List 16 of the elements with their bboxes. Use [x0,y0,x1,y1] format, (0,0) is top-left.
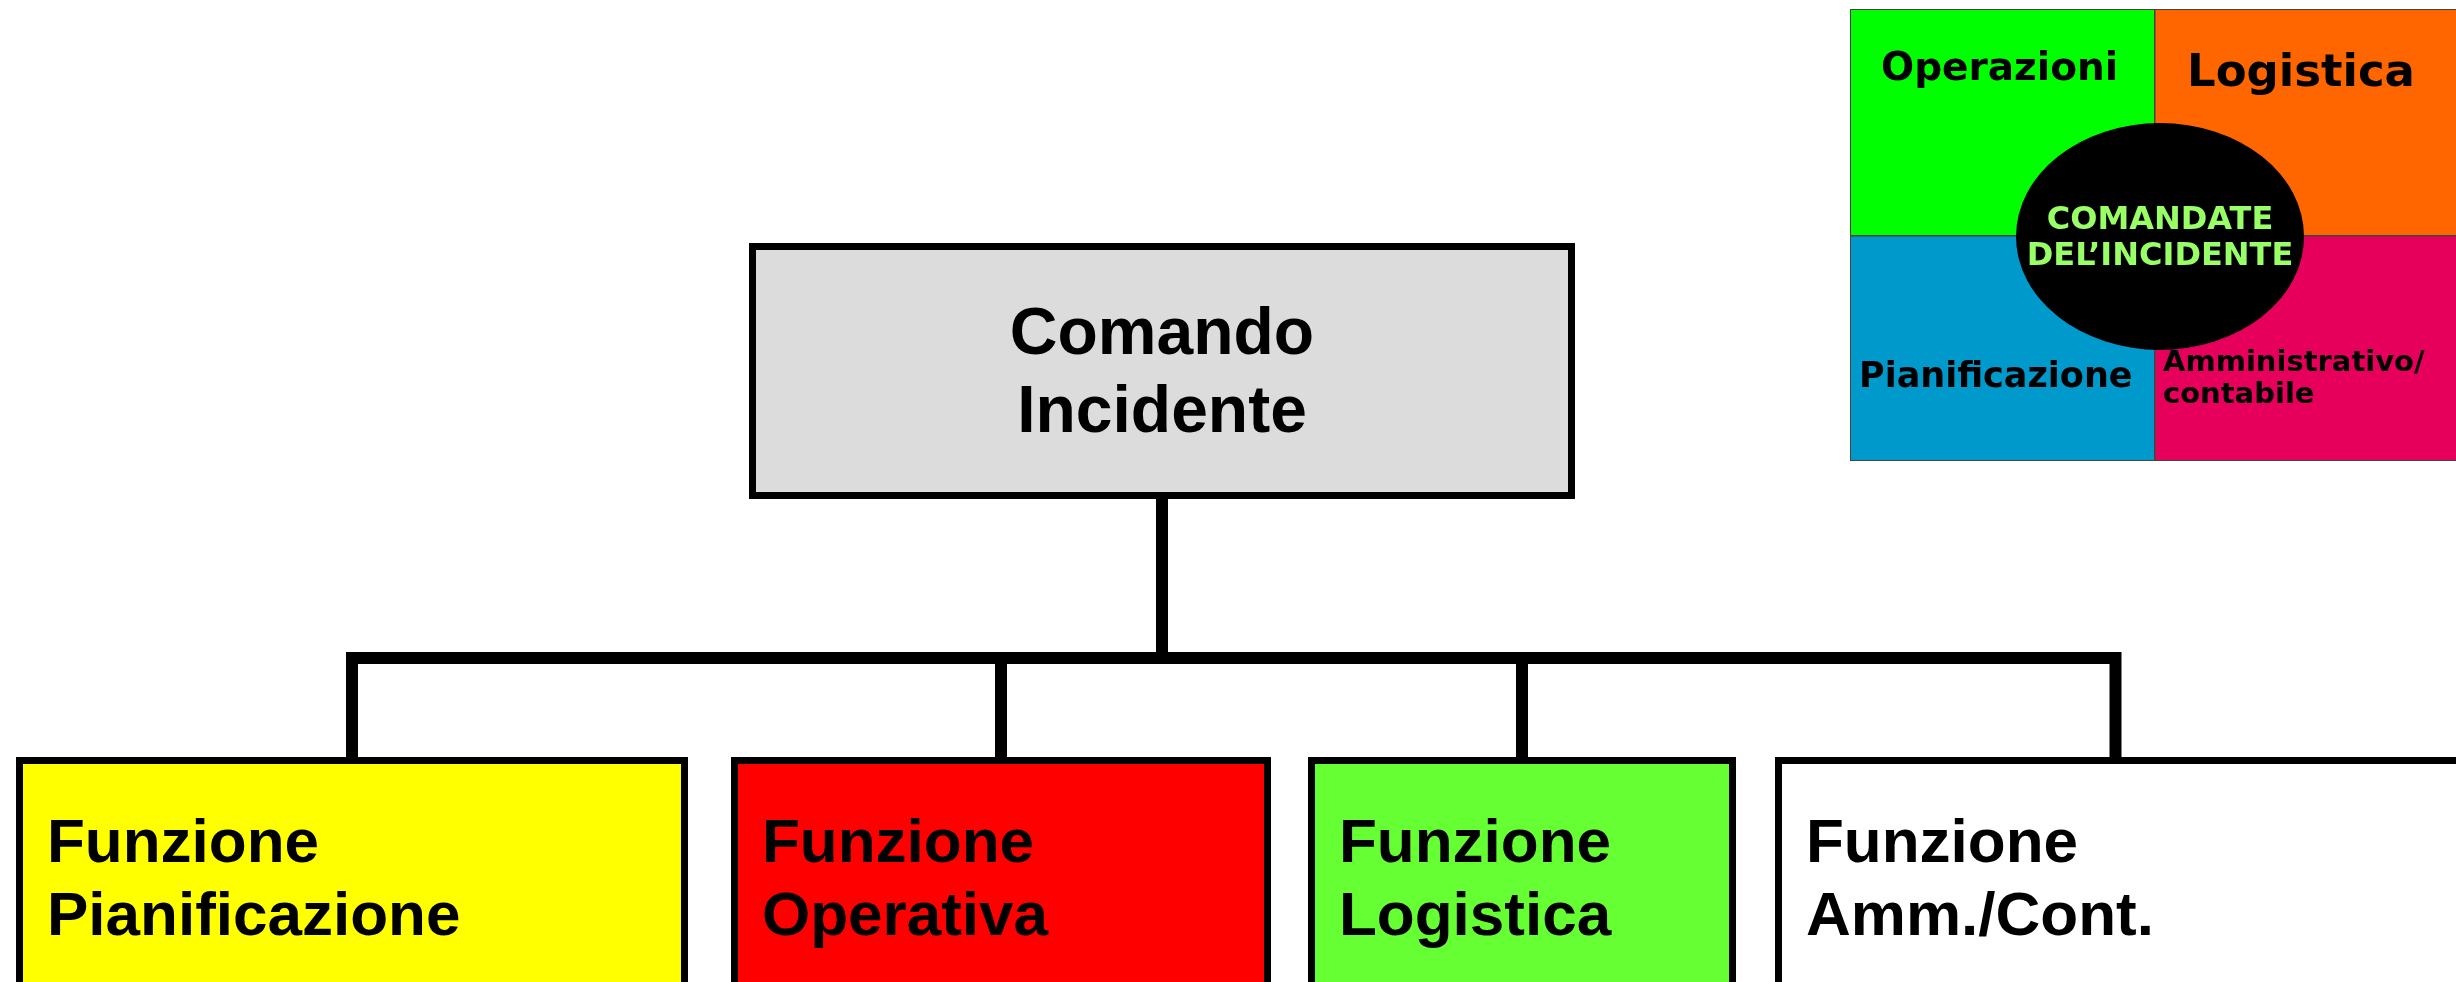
function-box [1308,757,1736,982]
function-box [1775,757,2456,982]
ellipse-label: COMANDATE DEL’INCIDENTE [2025,201,2295,272]
command-box [749,243,1575,499]
quadrant-label: Operazioni [1881,46,2119,89]
box-label: Funzione Logistica [1339,805,1613,951]
box-label: Funzione Amm./Cont. [1806,805,2155,951]
quadrant-chart [1850,9,2456,461]
box-label: Funzione Operativa [762,805,1050,951]
box-label: Comando Incidente [1008,293,1316,448]
box-label: Funzione Pianificazione [47,805,462,951]
quadrant-label: Pianificazione [1859,356,2133,395]
function-box [16,757,688,982]
function-box [731,757,1271,982]
quadrant-label: Logistica [2187,46,2415,96]
quadrant-label: Amministrativo/ contabile [2163,346,2426,410]
